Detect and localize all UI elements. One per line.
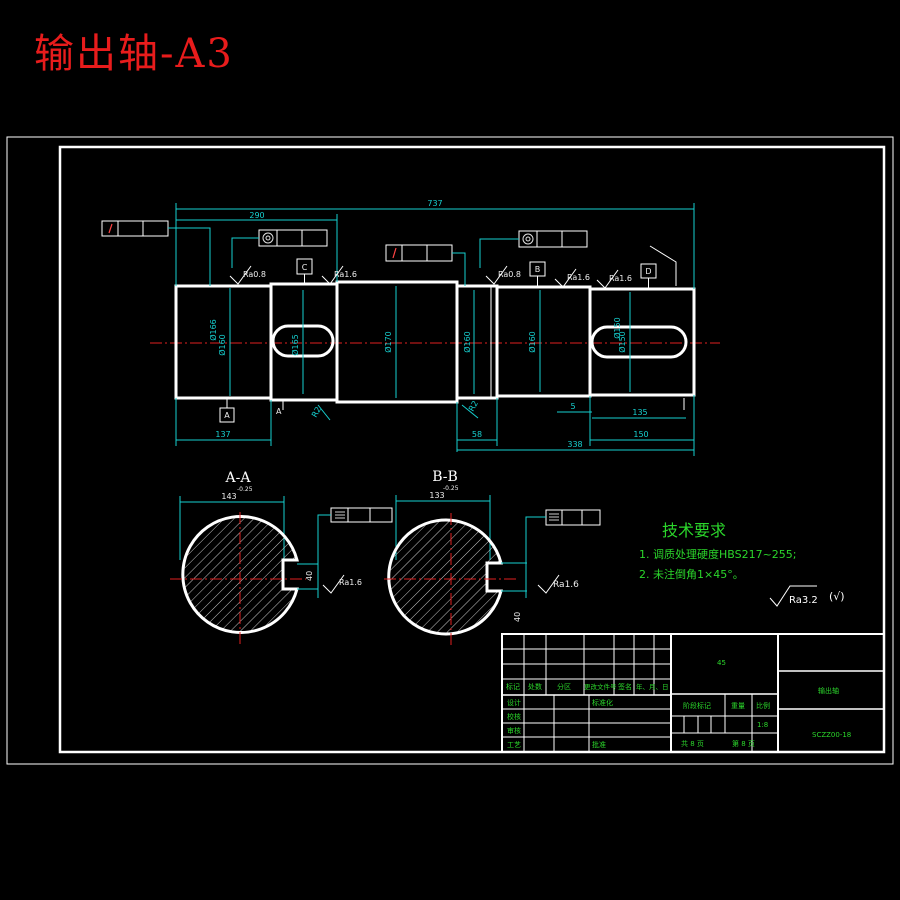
roughness-1: Ra0.8 (229, 265, 266, 285)
dim-key2: 135 (632, 408, 647, 417)
svg-text:40: 40 (305, 571, 314, 581)
svg-text:工艺: 工艺 (507, 741, 521, 749)
svg-text:-0.25: -0.25 (443, 485, 459, 492)
roughness-5: Ra1.6 (596, 269, 632, 289)
svg-text:133: 133 (429, 491, 444, 500)
svg-text:校核: 校核 (507, 712, 521, 721)
svg-text:分区: 分区 (557, 682, 571, 691)
svg-text:年、月、日: 年、月、日 (636, 682, 669, 691)
page-title: 输出轴-A3 (34, 31, 234, 77)
inner-border (58, 145, 886, 754)
tolerance-frames (101, 220, 677, 286)
dim-d2: Ø165 (290, 334, 300, 356)
dim-step: 5 (570, 402, 575, 411)
roughness-6: Ra1.6 (322, 574, 362, 594)
tb-part-name: 输出轴 (818, 686, 839, 695)
section-bb: B-B 133 -0.25 40 (384, 469, 601, 646)
section-bb-shape (387, 518, 503, 636)
shaft-step-6 (588, 287, 696, 397)
shaft-step-3 (335, 280, 459, 404)
dim-overall: 737 (427, 199, 442, 208)
shaft-front-view (150, 280, 720, 404)
svg-text:设计: 设计 (507, 698, 521, 707)
shaft-step-5 (495, 285, 592, 398)
svg-text:Ra1.6: Ra1.6 (553, 580, 579, 590)
title-block: 45 输出轴 SCZZ00-18 标记 处数 分区 更改文件号 签名 年、月、日… (501, 633, 885, 753)
dim-d7: Ø150 (612, 317, 622, 339)
leader-line (649, 245, 677, 286)
roughness-symbols: Ra0.8 Ra1.6 Ra0.8 Ra1.6 Ra1.6 Ra1.6 Ra1.… (229, 265, 632, 594)
svg-text:Ra1.6: Ra1.6 (609, 274, 632, 283)
svg-text:标记: 标记 (506, 682, 520, 691)
technical-requirements: 技术要求 1. 调质处理硬度HBS217~255; 2. 未注倒角1×45°。 … (639, 521, 845, 607)
roughness-3: Ra0.8 (485, 265, 521, 285)
tolerance-frame-concentric-2 (479, 230, 588, 268)
svg-text:Ra0.8: Ra0.8 (243, 270, 266, 279)
svg-text:更改文件号: 更改文件号 (584, 682, 617, 691)
dim-d6: Ø150 (617, 331, 627, 353)
roughness-7: Ra1.6 (537, 574, 579, 594)
tb-drawing-no: SCZZ00-18 (812, 731, 851, 739)
svg-text:重量: 重量 (731, 702, 745, 710)
tb-material: 45 (717, 659, 726, 667)
svg-text:标准化: 标准化 (592, 698, 613, 707)
dim-left-length: 290 (249, 211, 264, 220)
datum-d: D (645, 267, 651, 276)
surface-symbol (769, 585, 817, 607)
outer-border (6, 136, 894, 765)
svg-text:批准: 批准 (592, 740, 606, 749)
dim-seg4: 150 (633, 430, 648, 439)
svg-text:143: 143 (221, 492, 236, 501)
svg-text:Ra1.6: Ra1.6 (339, 578, 362, 587)
keyway-right (590, 325, 688, 359)
section-cut-a: A (276, 407, 282, 416)
tech-line-2: 2. 未注倒角1×45°。 (639, 567, 744, 581)
svg-text:40: 40 (513, 612, 522, 622)
surface-mark: (√) (829, 590, 845, 603)
dim-r1: R2 (310, 405, 323, 419)
tolerance-frame-concentric-1 (231, 229, 328, 268)
svg-text:Ra1.6: Ra1.6 (567, 273, 590, 282)
dim-seg2: 58 (472, 430, 482, 439)
dim-d4: Ø160 (462, 331, 472, 353)
svg-text:-0.25: -0.25 (237, 486, 253, 493)
datum-a: A (224, 411, 230, 420)
tolerance-frame-runout-1 (101, 220, 211, 286)
dim-d3: Ø170 (383, 331, 393, 353)
svg-text:签名: 签名 (618, 682, 632, 691)
svg-text:处数: 处数 (528, 682, 542, 691)
tolerance-frame-runout-2 (385, 244, 466, 286)
svg-text:1:8: 1:8 (757, 721, 768, 729)
dim-d1: Ø160 (217, 334, 227, 356)
section-aa: A-A 143 -0.25 40 (170, 470, 393, 646)
tech-heading: 技术要求 (662, 521, 726, 540)
roughness-2: Ra1.6 (321, 265, 357, 285)
shaft-dimensions (175, 203, 695, 456)
roughness-4: Ra1.6 (554, 268, 590, 288)
svg-text:共 8 页: 共 8 页 (681, 739, 704, 748)
shaft-step-2 (269, 282, 339, 402)
svg-text:阶段标记: 阶段标记 (683, 701, 711, 710)
svg-text:审核: 审核 (507, 726, 521, 735)
datum-c: C (302, 263, 308, 272)
section-aa-label: A-A (225, 470, 252, 486)
datum-b: B (535, 265, 541, 274)
dim-seg1: 137 (215, 430, 230, 439)
section-bb-label: B-B (432, 469, 458, 485)
dimension-texts: 737 290 137 58 338 150 135 5 R2 R2 Ø160 … (208, 199, 649, 449)
dim-d5: Ø160 (527, 331, 537, 353)
tech-line-1: 1. 调质处理硬度HBS217~255; (639, 547, 797, 561)
svg-text:Ra1.6: Ra1.6 (334, 270, 357, 279)
dim-d1b: Ø166 (208, 319, 218, 341)
dim-seg3: 338 (567, 440, 582, 449)
svg-text:比例: 比例 (756, 701, 770, 710)
svg-text:第 8 页: 第 8 页 (732, 739, 755, 748)
datum-markers: C B D A A (219, 258, 685, 423)
surface-roughness: Ra3.2 (789, 595, 818, 606)
svg-text:Ra0.8: Ra0.8 (498, 270, 521, 279)
